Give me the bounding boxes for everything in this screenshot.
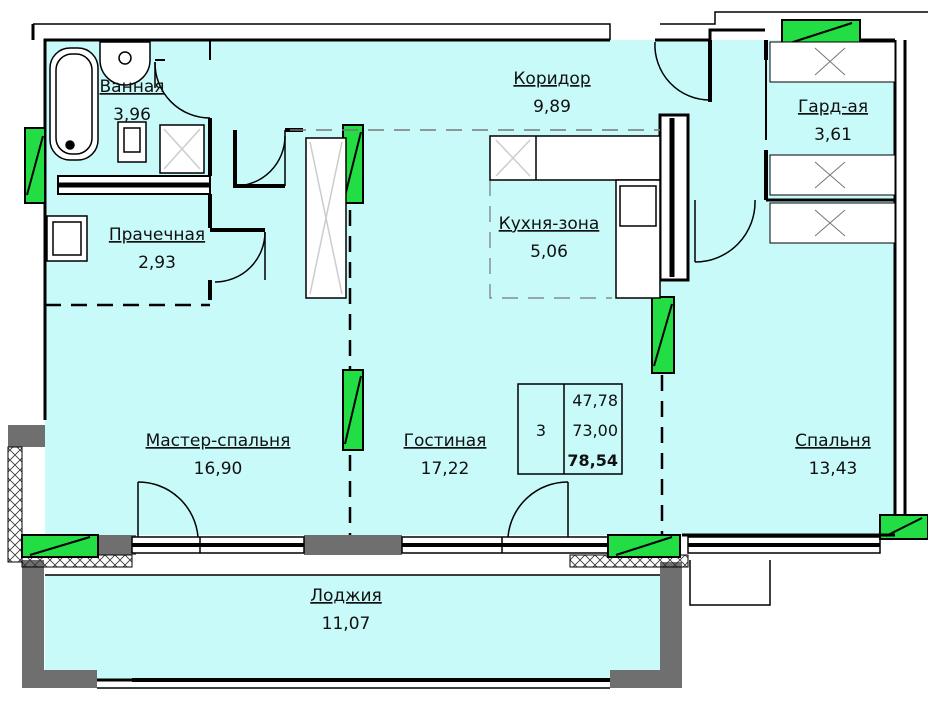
corridor-area: 9,89 <box>533 97 571 117</box>
columns <box>7 425 689 568</box>
corridor-name: Коридор <box>513 69 590 89</box>
exterior-walls <box>31 11 928 515</box>
wardrobe-shelves <box>769 41 896 244</box>
master-name: Мастер-спальня <box>146 431 291 451</box>
dashed-partitions <box>45 129 664 535</box>
kitchen-name: Кухня-зона <box>499 214 600 234</box>
summary-rooms-count: 3 <box>536 421 546 440</box>
kitchen-area: 5,06 <box>530 242 568 262</box>
floor-fill <box>45 40 895 680</box>
kitchen-units <box>305 135 661 299</box>
wardrobe-area: 3,61 <box>814 125 852 145</box>
window-loggia-left <box>21 534 99 558</box>
bedroom-name: Спальня <box>795 431 871 451</box>
window-bathroom <box>24 127 46 204</box>
loggia-area: 11,07 <box>322 614 371 634</box>
wardrobe-name: Гард-ая <box>798 97 868 117</box>
room-labels: Ванная 3,96 Коридор 9,89 Гард-ая 3,61 Пр… <box>100 69 871 634</box>
area-summary-table: 3 47,78 73,00 78,54 <box>517 383 623 475</box>
windows <box>21 19 928 558</box>
living-name: Гостиная <box>404 431 487 451</box>
doors <box>137 41 756 538</box>
bathroom-area: 3,96 <box>113 105 151 125</box>
bathroom-name: Ванная <box>100 77 165 97</box>
laundry-area: 2,93 <box>138 253 176 273</box>
living-area: 17,22 <box>421 459 470 479</box>
loggia-name: Лоджия <box>310 586 382 606</box>
bedroom-area: 13,43 <box>809 459 858 479</box>
summary-total-area: 73,00 <box>572 421 618 440</box>
summary-living-area: 47,78 <box>572 391 618 410</box>
window-partition-3 <box>651 296 675 374</box>
summary-total-with-loggia: 78,54 <box>567 451 618 470</box>
window-partition-2 <box>342 369 364 451</box>
interior-walls <box>57 40 895 537</box>
master-area: 16,90 <box>194 459 243 479</box>
washing-machine <box>46 215 88 262</box>
bathroom-fixtures <box>49 41 205 174</box>
laundry-name: Прачечная <box>109 225 205 245</box>
window-loggia-right <box>607 534 681 558</box>
south-wall <box>131 536 881 682</box>
